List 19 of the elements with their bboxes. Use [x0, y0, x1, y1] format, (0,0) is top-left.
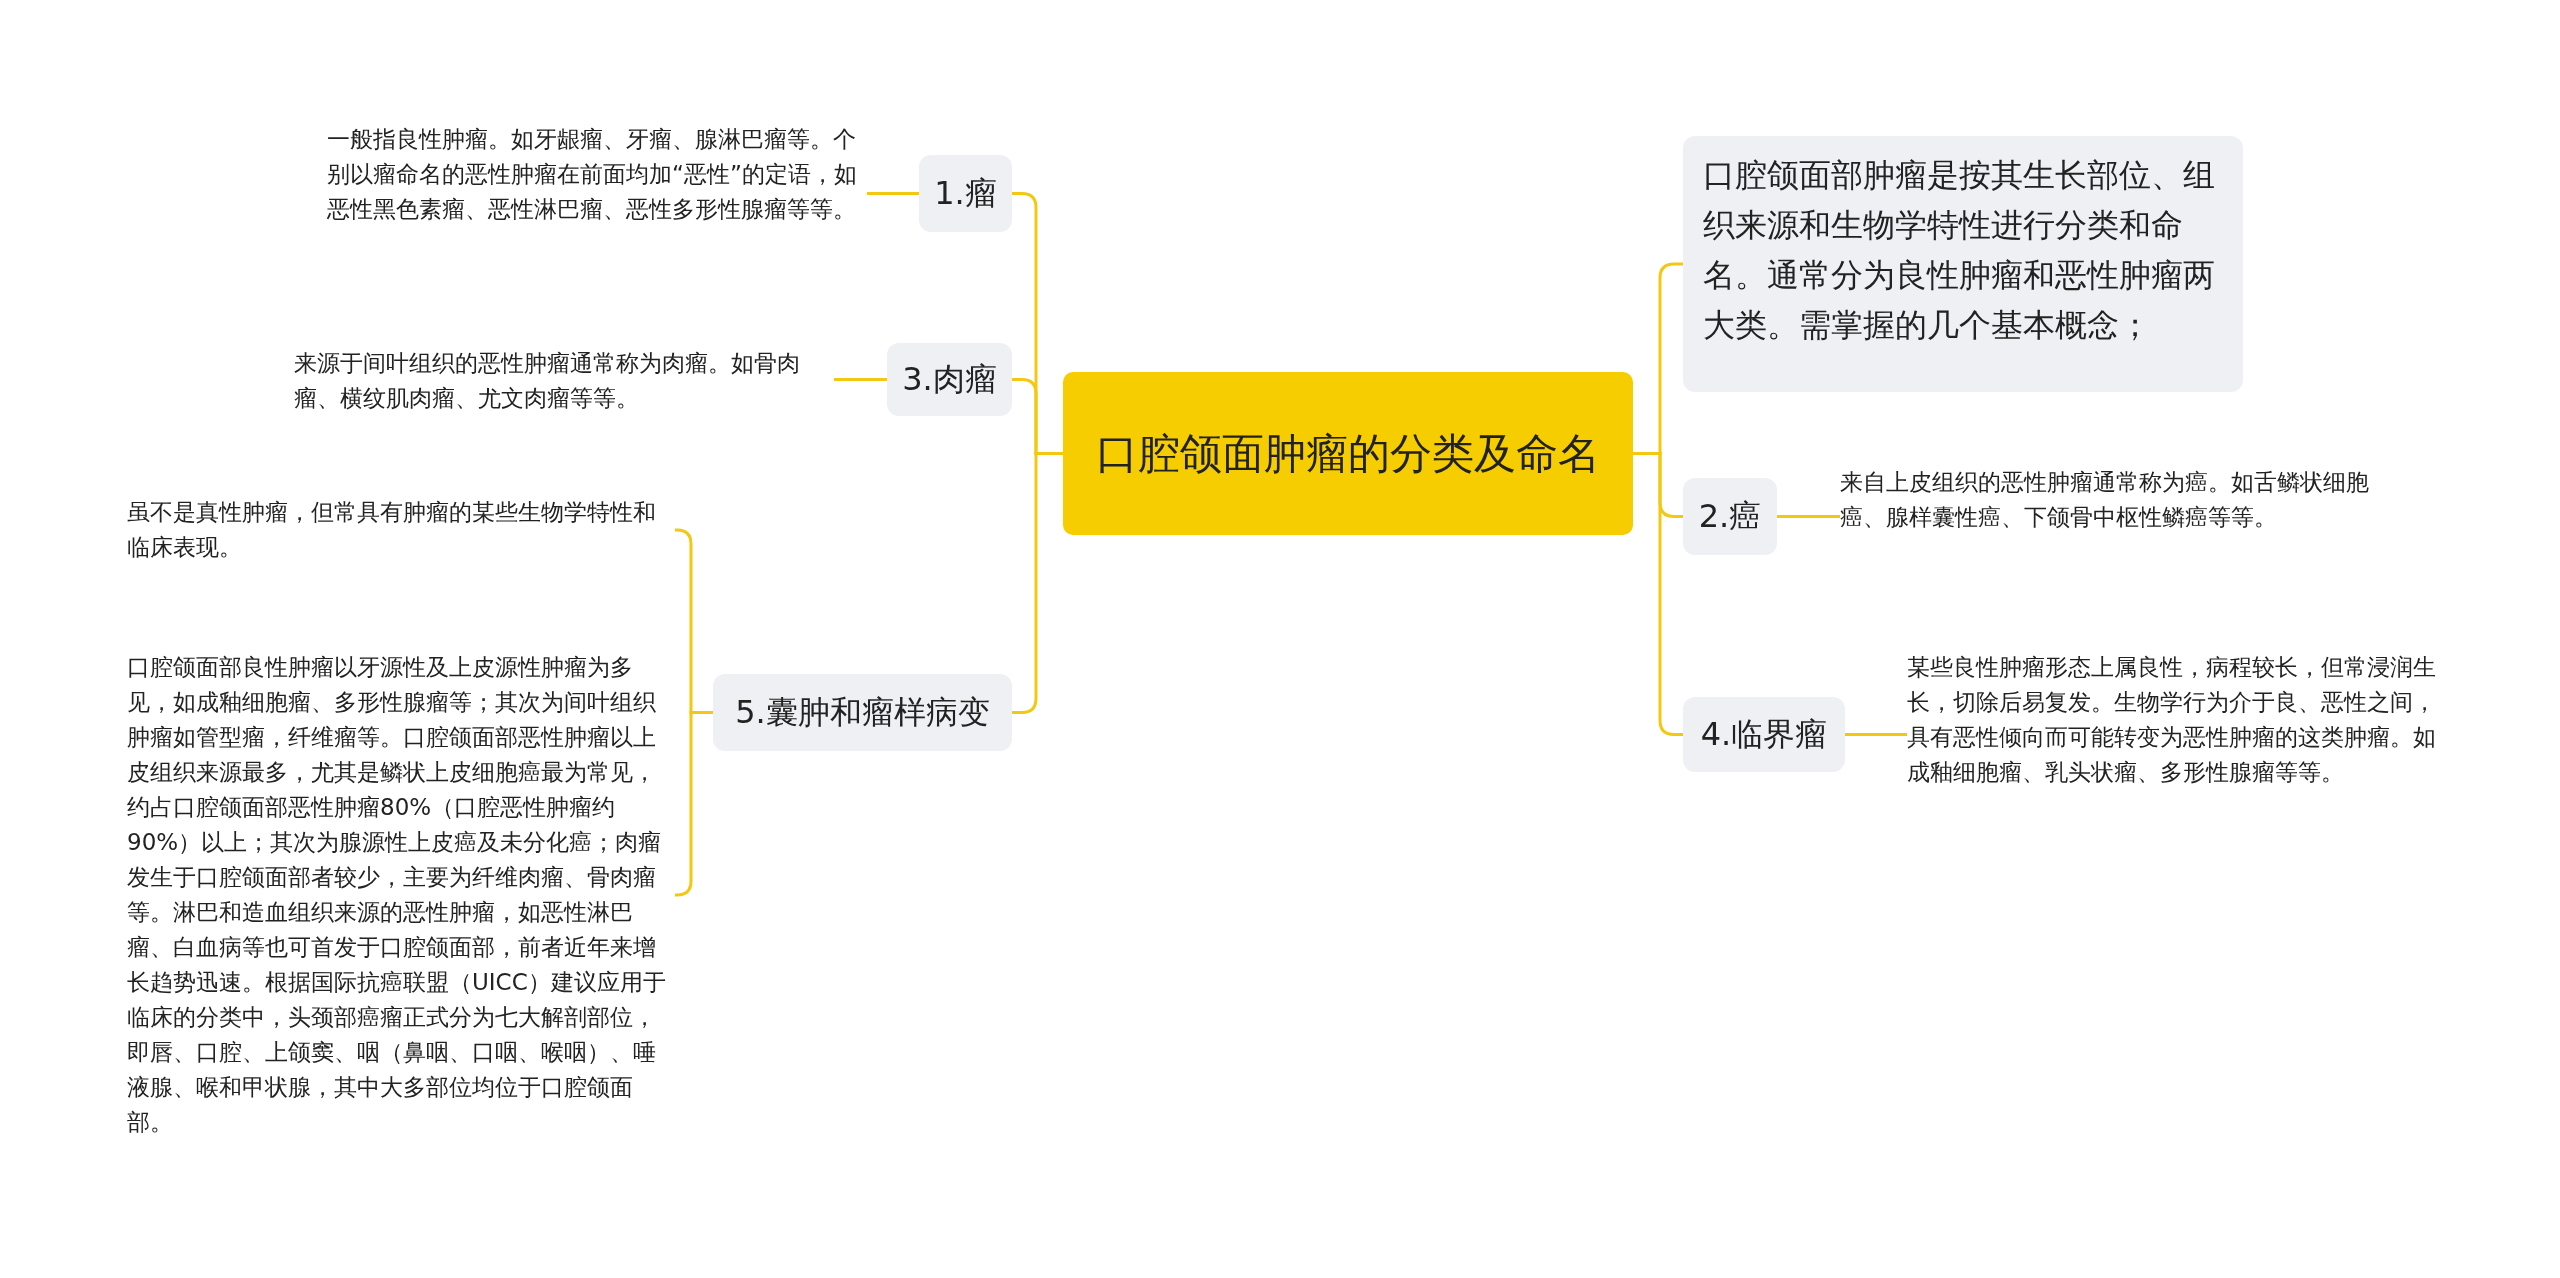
connector-line [1012, 452, 1063, 714]
connector-line [867, 192, 919, 195]
connector-line [1777, 515, 1840, 518]
summary-box: 口腔颌面部肿瘤是按其生长部位、组织来源和生物学特性进行分类和命名。通常分为良性肿瘤和恶性肿瘤两大类。需掌握的几个基本概念； [1683, 136, 2243, 392]
note-text: 来自上皮组织的恶性肿瘤通常称为癌。如舌鳞状细胞癌、腺样囊性癌、下颌骨中枢性鳞癌等等。 [1840, 465, 2380, 535]
topic-box: 1.瘤 [919, 155, 1012, 232]
connector-line [834, 378, 887, 381]
central-topic-box: 口腔颌面肿瘤的分类及命名 [1063, 372, 1633, 535]
note-text: 口腔颌面部良性肿瘤以牙源性及上皮源性肿瘤为多见，如成釉细胞瘤、多形性腺瘤等；其次为间叶组织肿瘤如管型瘤，纤维瘤等。口腔颌面部恶性肿瘤以上皮组织来源最多，尤其是鳞状上皮细胞癌最为常见，约占口腔颌面部恶性肿瘤80%（口腔恶性肿瘤约90%）以上；其次为腺源性上皮癌及未分化癌；肉瘤发生于口腔颌面部者较少，主要为纤维肉瘤、骨肉瘤等。淋巴和造血组织来源的恶性肿瘤，如恶性淋巴瘤、白血病等也可首发于口腔颌面部，前者近年来增长趋势迅速。根据国际抗癌联盟（UICC）建议应用于临床的分类中，头颈部癌瘤正式分为七大解剖部位，即唇、口腔、上颌窦、咽（鼻咽、口咽、喉咽）、唾液腺、喉和甲状腺，其中大多部位均位于口腔颌面部。 [127, 650, 675, 1140]
note-text: 某些良性肿瘤形态上属良性，病程较长，但常浸润生长，切除后易复发。生物学行为介于良、恶性之间，具有恶性倾向而可能转变为恶性肿瘤的这类肿瘤。如成釉细胞瘤、乳头状瘤、多形性腺瘤等等。 [1907, 650, 2447, 790]
note-text: 虽不是真性肿瘤，但常具有肿瘤的某些生物学特性和临床表现。 [127, 495, 675, 565]
topic-box: 2.癌 [1683, 478, 1777, 555]
topic-box: 3.肉瘤 [887, 343, 1012, 416]
connector-line [1633, 452, 1683, 736]
topic-box: 4.临界瘤 [1683, 697, 1845, 772]
note-text: 来源于间叶组织的恶性肿瘤通常称为肉瘤。如骨肉瘤、横纹肌肉瘤、尤文肉瘤等等。 [294, 346, 834, 416]
topic-box: 5.囊肿和瘤样病变 [713, 674, 1012, 751]
connector-line [1845, 733, 1907, 736]
note-text: 一般指良性肿瘤。如牙龈瘤、牙瘤、腺淋巴瘤等。个别以瘤命名的恶性肿瘤在前面均加“恶性”的定语，如恶性黑色素瘤、恶性淋巴瘤、恶性多形性腺瘤等等。 [327, 122, 867, 227]
